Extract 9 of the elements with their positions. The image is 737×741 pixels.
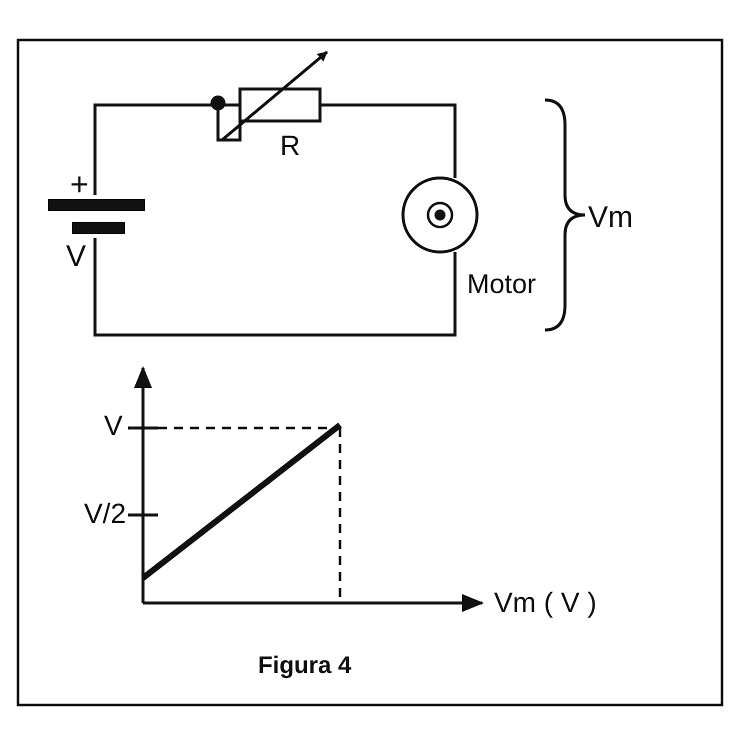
plus-sign: +: [70, 168, 89, 200]
tick-label: V/2: [84, 500, 126, 528]
figure-caption: Figura 4: [258, 654, 352, 678]
motor-label: Motor: [467, 271, 536, 298]
voltage-label: V: [66, 242, 86, 272]
voltage-label: Vm: [588, 203, 633, 233]
axis-label: Vm ( V ): [494, 589, 597, 617]
tick-label: V: [104, 412, 123, 440]
resistor-label: R: [280, 132, 300, 160]
